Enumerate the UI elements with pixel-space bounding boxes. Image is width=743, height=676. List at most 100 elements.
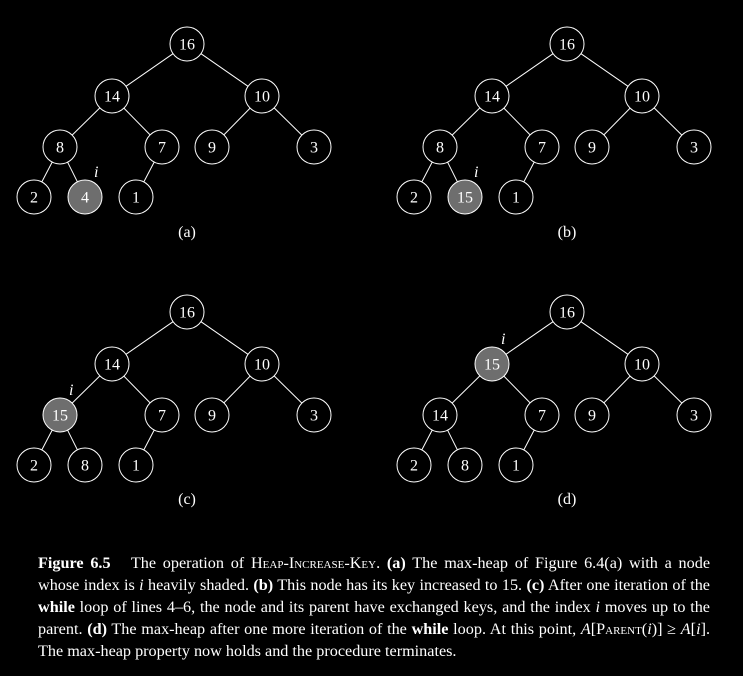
caption-a-label: (a)	[386, 554, 406, 572]
node-circle	[474, 346, 510, 382]
node-circle	[422, 129, 458, 165]
node-key: 15	[457, 190, 473, 207]
node-circle	[118, 179, 154, 215]
heap-node: 3	[676, 129, 712, 165]
node-key: 8	[56, 140, 64, 157]
heap-node: 1	[498, 179, 534, 215]
node-key: 9	[208, 140, 216, 157]
caption-b-text: This node has its key increased to 15.	[273, 576, 527, 594]
node-circle	[296, 129, 332, 165]
heap-node: 1	[498, 447, 534, 483]
caption-a-text: The max-heap of Figure 6.4(a) with a nod…	[38, 554, 711, 594]
heap-node: 10	[244, 78, 280, 114]
tree-edge	[273, 375, 303, 404]
node-key: 8	[461, 458, 469, 475]
math-a: A	[680, 620, 691, 638]
node-key: 16	[179, 305, 195, 322]
heap-node-shaded: 15	[42, 397, 78, 433]
caption-b-label: (b)	[253, 576, 274, 594]
node-key: 7	[158, 140, 166, 157]
node-key: 10	[254, 357, 270, 374]
node-key: 15	[52, 408, 68, 425]
tree-edge	[125, 53, 174, 87]
node-key: 4	[81, 190, 89, 207]
heap-node: 7	[144, 397, 180, 433]
tree-edge	[603, 375, 631, 404]
node-key: 1	[512, 190, 520, 207]
heap-node: 9	[574, 129, 610, 165]
tree-edge	[653, 107, 683, 136]
heap-node: 7	[524, 129, 560, 165]
caption-c-label: (c)	[526, 576, 545, 594]
heap-node: 16	[169, 26, 205, 62]
node-circle	[16, 179, 52, 215]
tree-edge	[503, 375, 531, 404]
caption-c-text2: loop of lines 4–6, the node and its pare…	[74, 598, 596, 616]
node-key: 14	[432, 408, 448, 425]
panel-label: (b)	[558, 224, 577, 241]
tree-edge	[71, 375, 101, 404]
node-circle	[422, 397, 458, 433]
node-circle	[624, 78, 660, 114]
node-key: 3	[310, 408, 318, 425]
caption-index-i: i	[595, 598, 601, 616]
node-circle	[524, 397, 560, 433]
heap-node: 9	[194, 397, 230, 433]
node-circle	[194, 397, 230, 433]
heap-node: 1	[118, 447, 154, 483]
index-marker: i	[501, 331, 505, 348]
tree-edge	[523, 429, 535, 451]
node-key: 8	[436, 140, 444, 157]
heap-node: 7	[144, 129, 180, 165]
node-circle	[676, 129, 712, 165]
caption-index-i: i	[139, 576, 144, 594]
caption-c-text3: moves up to the parent.	[38, 598, 710, 638]
panel-label: (d)	[558, 491, 577, 508]
heap-node-shaded: 15	[447, 179, 483, 215]
caption-while-keyword: while	[411, 620, 449, 638]
heap-node: 2	[396, 447, 432, 483]
tree-edge	[447, 429, 458, 451]
caption-d-label: (d)	[87, 620, 107, 638]
node-circle	[498, 447, 534, 483]
caption-procedure-name: Heap-Increase-Key	[250, 554, 377, 572]
heap-node: 3	[676, 397, 712, 433]
node-circle	[67, 179, 103, 215]
heap-node: 8	[447, 447, 483, 483]
caption-d-text2: loop. At this point,	[448, 620, 581, 638]
heap-node: 8	[67, 447, 103, 483]
node-circle	[549, 26, 585, 62]
node-circle	[244, 346, 280, 382]
tree-edge	[421, 161, 433, 183]
node-key: 3	[310, 140, 318, 157]
heap-node: 2	[396, 179, 432, 215]
node-key: 1	[512, 458, 520, 475]
tree-edge	[523, 161, 535, 183]
node-key: 10	[254, 89, 270, 106]
heap-node: 14	[422, 397, 458, 433]
tree-edge	[603, 107, 631, 136]
node-circle	[296, 397, 332, 433]
tree-edge	[67, 161, 78, 183]
heap-node: 2	[16, 179, 52, 215]
node-circle	[244, 78, 280, 114]
node-key: 2	[410, 190, 418, 207]
heap-node: 7	[524, 397, 560, 433]
node-key: 14	[104, 357, 120, 374]
tree-edge	[125, 321, 174, 355]
node-circle	[42, 129, 78, 165]
heap-node: 14	[94, 346, 130, 382]
node-key: 14	[104, 89, 120, 106]
node-circle	[524, 129, 560, 165]
index-marker: i	[94, 164, 98, 181]
heap-node: 1	[118, 179, 154, 215]
node-key: 9	[588, 140, 596, 157]
node-circle	[169, 294, 205, 330]
heap-node: 9	[574, 397, 610, 433]
node-circle	[396, 447, 432, 483]
node-key: 3	[690, 408, 698, 425]
caption-period: .	[376, 554, 381, 572]
caption-intro: The operation of	[130, 554, 251, 572]
